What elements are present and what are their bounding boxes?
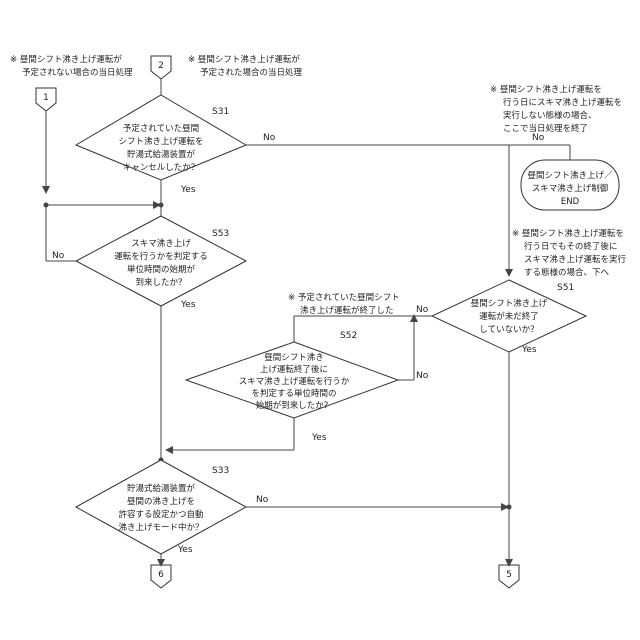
decision-s52-line-1: 昼間シフト沸き (264, 352, 324, 363)
note-right-line-2: 行う日でもその終了後に (524, 241, 617, 252)
connector-5-label: 5 (506, 570, 512, 580)
decision-s52-line-4: を判定する単位時間の (251, 388, 336, 399)
connector-2: 2 (151, 56, 171, 79)
decision-s31-line-4: キャンセルしたか？ (123, 163, 200, 173)
decision-s52-line-5: 始期が到来したか？ (256, 400, 333, 411)
end-terminal: 昼間シフト沸き上げ／ スキマ沸き上げ制御 END (521, 160, 619, 210)
note-top-right-line-2: 行う日にスキマ沸き上げ運転を (503, 97, 622, 108)
note-top-right-line-3: 実行しない態様の場合、 (503, 110, 597, 121)
label-s31-no: No (263, 133, 276, 143)
decision-s51-line-3: していないか？ (479, 325, 538, 335)
note-s52-line-1: ※ 予定されていた昼間シフト (288, 292, 400, 303)
end-terminal-line-2: スキマ沸き上げ制御 (532, 183, 609, 194)
connector-2-label: 2 (158, 61, 164, 71)
junction-dot (159, 203, 164, 208)
note-right-line-1: ※ 昼間シフト沸き上げ運転を (512, 228, 624, 239)
note-s52-line-2: 沸き上げ運転が終了した (300, 305, 394, 316)
note-right-line-3: スキマ沸き上げ運転を実行 (524, 254, 627, 265)
note-top-right: ※ 昼間シフト沸き上げ運転を 行う日にスキマ沸き上げ運転を 実行しない態様の場合… (490, 84, 622, 134)
decision-s52: 昼間シフト沸き 上げ運転終了後に スキマ沸き上げ運転を行うか を判定する単位時間… (186, 331, 398, 418)
note-s52: ※ 予定されていた昼間シフト 沸き上げ運転が終了した (288, 292, 400, 316)
decision-s51-id: S51 (557, 283, 574, 293)
arrow-to-s51 (505, 269, 513, 277)
note-right-line-4: する態様の場合、下へ (524, 267, 610, 278)
decision-s53-line-2: 運転を行うかを判定する (114, 251, 208, 262)
note-top-right-line-4: ここで当日処理を終了 (503, 123, 588, 134)
decision-s33: 貯湯式給湯装置が 昼間の沸き上げを 許容する設定かつ自動 沸き上げモード中か？ … (76, 460, 246, 554)
decision-s31-line-1: 予定されていた昼間 (123, 123, 199, 134)
decision-s31-line-3: 貯湯式給湯装置が (127, 149, 196, 160)
decision-s52-line-2: 上げ運転終了後に (260, 364, 328, 375)
decision-s33-line-2: 昼間の沸き上げを (127, 496, 195, 507)
decision-s33-line-3: 許容する設定かつ自動 (118, 509, 203, 520)
label-s51-no: No (416, 305, 429, 315)
decision-s52-line-3: スキマ沸き上げ運転を行うか (239, 376, 350, 387)
label-s33-yes: Yes (177, 545, 193, 555)
decision-s52-id: S52 (340, 331, 357, 341)
label-s52-yes: Yes (311, 433, 327, 443)
note-mid: ※ 昼間シフト沸き上げ運転が 予定された場合の当日処理 (188, 54, 303, 78)
decision-s53-id: S53 (212, 229, 229, 239)
decision-s53: スキマ沸き上げ 運転を行うかを判定する 単位時間の始期が 到来したか？ S53 (76, 216, 246, 306)
label-end-no: No (532, 133, 545, 143)
arrow-c1-merge (42, 186, 50, 194)
decision-s51-line-1: 昼間シフト沸き上げ (471, 298, 548, 309)
end-terminal-line-3: END (561, 197, 580, 207)
arrow-s52-no (410, 314, 418, 322)
connector-5: 5 (499, 565, 519, 588)
decision-s53-line-1: スキマ沸き上げ (131, 238, 191, 249)
label-s53-yes: Yes (180, 300, 196, 310)
label-s53-no: No (52, 251, 65, 261)
decision-s31: 予定されていた昼間 シフト沸き上げ運転を 貯湯式給湯装置が キャンセルしたか？ … (76, 95, 246, 180)
decision-s51: 昼間シフト沸き上げ 運転が未だ終了 していないか？ S51 (432, 280, 586, 352)
connector-1: 1 (36, 88, 56, 111)
note-left: ※ 昼間シフト沸き上げ運転が 予定されない場合の当日処理 (10, 54, 133, 78)
note-mid-line-1: ※ 昼間シフト沸き上げ運転が (188, 54, 300, 65)
connector-6-label: 6 (158, 570, 164, 580)
junction-dot (507, 505, 512, 510)
label-s31-yes: Yes (180, 185, 196, 195)
decision-s33-line-4: 沸き上げモード中か？ (118, 522, 203, 533)
decision-s51-line-2: 運転が未だ終了 (479, 311, 539, 322)
decision-s33-line-1: 貯湯式給湯装置が (127, 483, 196, 494)
decision-s31-line-2: シフト沸き上げ運転を (118, 136, 203, 147)
note-right: ※ 昼間シフト沸き上げ運転を 行う日でもその終了後に スキマ沸き上げ運転を実行 … (512, 228, 627, 278)
note-mid-line-2: 予定された場合の当日処理 (200, 67, 303, 78)
note-top-right-line-1: ※ 昼間シフト沸き上げ運転を (490, 84, 602, 95)
connector-1-label: 1 (43, 93, 49, 103)
label-s33-no: No (256, 495, 269, 505)
decision-s53-line-3: 単位時間の始期が (127, 264, 196, 275)
arrow-s52-yes (165, 446, 173, 454)
end-terminal-line-1: 昼間シフト沸き上げ／ (527, 170, 613, 181)
label-s52-no: No (416, 371, 429, 381)
connector-6: 6 (151, 565, 171, 588)
decision-s53-line-4: 到来したか？ (135, 278, 186, 288)
junction-dot (44, 203, 49, 208)
note-left-line-1: ※ 昼間シフト沸き上げ運転が (10, 54, 122, 65)
note-left-line-2: 予定されない場合の当日処理 (22, 67, 133, 78)
decision-s33-id: S33 (212, 466, 229, 476)
decision-s31-id: S31 (212, 107, 229, 117)
label-s51-yes: Yes (521, 345, 537, 355)
